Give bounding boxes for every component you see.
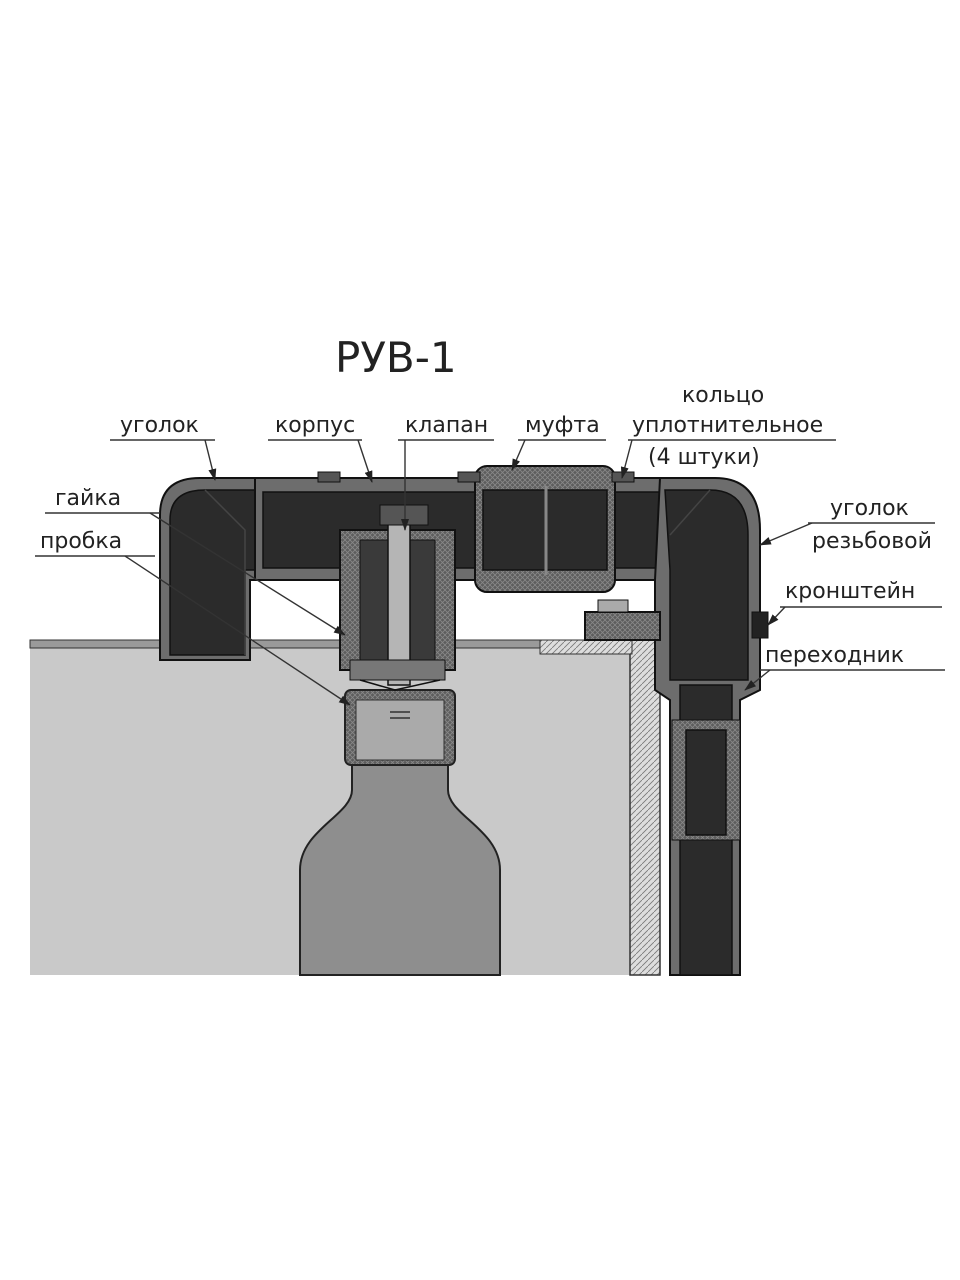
- label-gaika: гайка: [45, 486, 346, 636]
- left-elbow: [159, 477, 271, 661]
- svg-text:переходник: переходник: [765, 643, 904, 668]
- label-korpus: корпус: [268, 413, 373, 483]
- svg-text:клапан: клапан: [405, 413, 488, 438]
- svg-text:(4 штуки): (4 штуки): [648, 445, 760, 470]
- svg-text:уплотнительное: уплотнительное: [632, 413, 823, 438]
- svg-text:уголок: уголок: [120, 413, 199, 438]
- bottle: [299, 689, 501, 976]
- label-ugolok: уголок: [110, 413, 217, 481]
- svg-text:уголок: уголок: [830, 496, 909, 521]
- bracket: [584, 599, 769, 641]
- label-mufta: муфта: [511, 413, 606, 471]
- title: РУВ-1: [335, 333, 457, 382]
- label-ugolok-rezbovoi: уголок резьбовой: [759, 496, 935, 554]
- svg-text:резьбовой: резьбовой: [812, 529, 932, 554]
- label-probka: пробка: [35, 529, 351, 706]
- label-perekhodnik: переходник: [744, 643, 945, 691]
- svg-text:пробка: пробка: [40, 529, 122, 554]
- svg-text:муфта: муфта: [525, 413, 600, 438]
- svg-text:корпус: корпус: [275, 413, 355, 438]
- right-elbow: [654, 477, 761, 976]
- label-koltso: кольцо уплотнительное (4 штуки): [620, 383, 836, 479]
- svg-text:гайка: гайка: [55, 486, 121, 511]
- wall-panel: [629, 639, 661, 976]
- pipe-body: [254, 465, 676, 593]
- svg-text:кронштейн: кронштейн: [785, 579, 915, 604]
- label-kronshtein: кронштейн: [767, 579, 942, 626]
- valve: [339, 504, 456, 691]
- svg-text:кольцо: кольцо: [682, 383, 764, 408]
- label-klapan: клапан: [398, 413, 494, 531]
